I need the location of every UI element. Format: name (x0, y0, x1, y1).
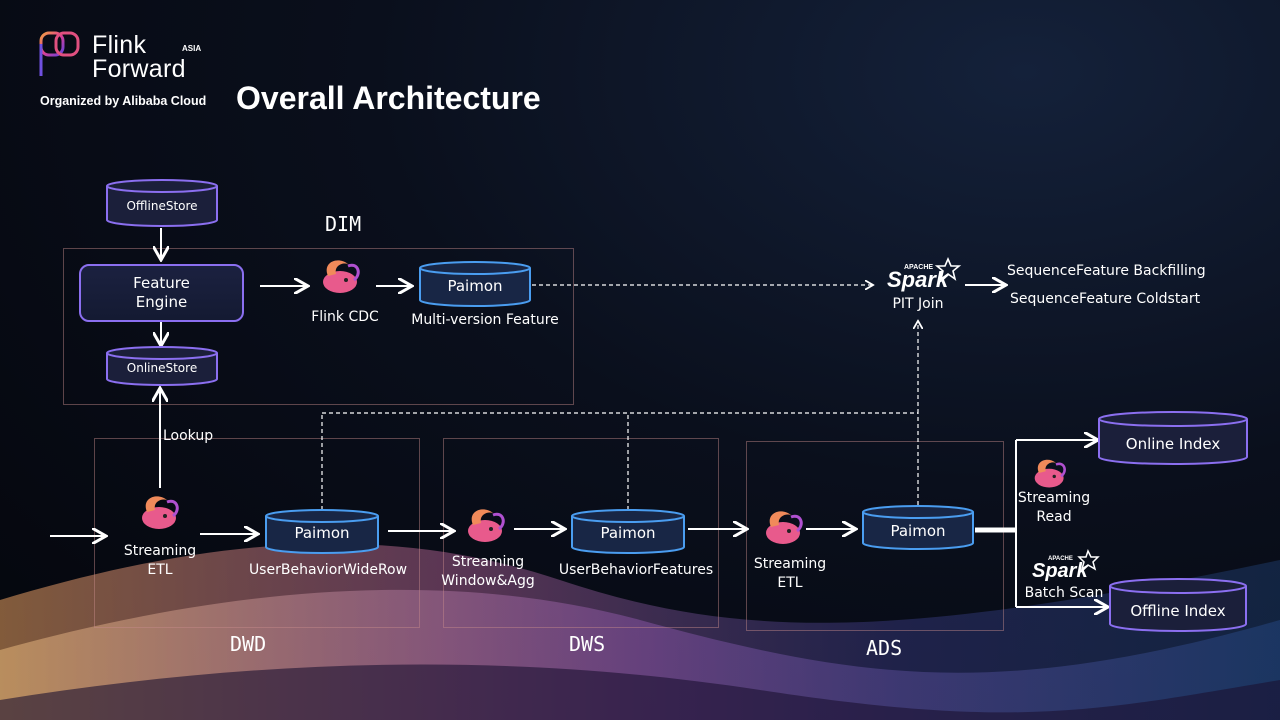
page-title: Overall Architecture (236, 80, 541, 116)
dws-agg-label: Streaming Window&Agg (441, 554, 535, 589)
pit-join-label: PIT Join (892, 296, 944, 312)
batch-spark-apache-text: APACHE (1048, 556, 1073, 562)
lookup-label: Lookup (163, 428, 214, 444)
dim-label: DIM (325, 212, 362, 236)
organized-by: Organized by Alibaba Cloud (40, 94, 207, 108)
ads-paimon-label: Paimon (890, 522, 946, 540)
flink-cdc-label: Flink CDC (311, 309, 379, 325)
dim-region (63, 248, 574, 405)
offline-store-cylinder (106, 179, 218, 227)
online-store-cylinder (106, 346, 218, 386)
flink-forward-logo-icon (39, 31, 80, 76)
dws-paimon-cylinder (571, 509, 685, 554)
dim-paimon-caption: Multi-version Feature (411, 312, 559, 328)
feature-engine-box: Feature Engine (79, 264, 244, 322)
ads-label: ADS (866, 636, 903, 660)
dwd-flink-squirrel-icon (142, 496, 179, 529)
flink-cdc-squirrel-icon (323, 260, 360, 293)
spark-batch-scan-icon: APACHE Spark (1032, 549, 1100, 582)
offline-store-label: OfflineStore (126, 199, 198, 213)
batch-spark-text: Spark (1032, 560, 1088, 582)
sequence-coldstart-label: SequenceFeature Coldstart (1010, 291, 1201, 307)
streaming-read-label: Streaming Read (1017, 490, 1091, 525)
brand-forward: Forward (92, 55, 186, 83)
dws-label: DWS (569, 632, 606, 656)
dwd-etl-label: Streaming ETL (123, 543, 197, 578)
sequence-backfilling-label: SequenceFeature Backfilling (1007, 263, 1206, 279)
spark-pit-join-icon: APACHE Spark (887, 256, 962, 292)
dwd-label: DWD (230, 632, 267, 656)
dwd-paimon-caption: UserBehaviorWideRow (248, 562, 408, 578)
offline-index-cylinder (1109, 578, 1247, 632)
ads-paimon-cylinder (862, 505, 974, 550)
dwd-paimon-label: Paimon (294, 524, 350, 542)
online-index-label: Online Index (1125, 435, 1221, 453)
dws-paimon-label: Paimon (600, 524, 656, 542)
streaming-read-squirrel-icon (1034, 459, 1066, 488)
batch-scan-label: Batch Scan (1024, 585, 1104, 601)
online-store-label: OnlineStore (126, 361, 198, 375)
offline-index-label: Offline Index (1130, 602, 1226, 620)
brand-flink: Flink (92, 31, 147, 59)
spark-text: Spark (887, 267, 950, 292)
ads-etl-label: Streaming ETL (753, 556, 827, 591)
ads-flink-squirrel-icon (766, 511, 803, 544)
dws-paimon-caption: UserBehaviorFeatures (558, 562, 714, 578)
dim-paimon-cylinder (419, 261, 531, 307)
brand-asia: ASIA (182, 44, 202, 53)
online-index-cylinder (1098, 411, 1248, 465)
dim-paimon-label: Paimon (447, 277, 503, 295)
dws-flink-squirrel-icon (468, 509, 505, 542)
spark-apache-text: APACHE (904, 264, 933, 271)
dwd-paimon-cylinder (265, 509, 379, 554)
